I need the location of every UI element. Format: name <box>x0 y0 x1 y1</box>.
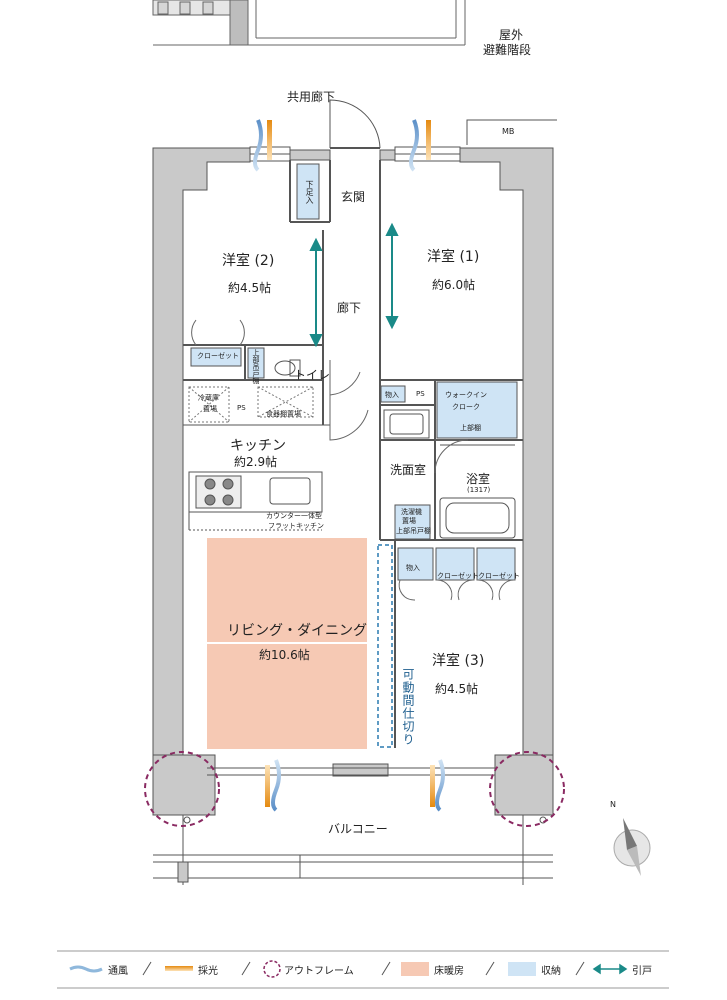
closet3-label: クローゼット <box>478 572 520 580</box>
storage2-label: 物入 <box>406 564 420 572</box>
bathtub <box>439 444 516 539</box>
closet2-label: クローゼット <box>437 572 479 580</box>
mb-box <box>466 119 557 145</box>
sliding-door-icon <box>592 963 628 975</box>
ps-label-hall: PS <box>416 390 425 398</box>
fridge-space <box>188 386 314 423</box>
sliding-door-arrows <box>309 222 399 348</box>
room1-name: 洋室 (1) <box>427 249 480 265</box>
outdoor-stairs-label-2: 避難階段 <box>483 43 532 57</box>
compass-icon <box>613 818 651 876</box>
airflow-arrows <box>253 119 445 812</box>
upper-cabinet2-label: 上部吊戸棚 <box>396 527 431 535</box>
door-swings <box>191 319 516 601</box>
walkin-label-1: ウォークイン <box>445 391 487 399</box>
kitchen-name: キッチン <box>230 438 286 454</box>
storage-icon <box>508 962 536 976</box>
dish-storage-label: 食器棚置場 <box>266 410 301 418</box>
shared-corridor-label: 共用廊下 <box>287 90 336 104</box>
counter-kitchen-label-1: カウンター一体型 <box>266 512 322 520</box>
daylight-icon <box>165 966 193 971</box>
hallway-label: 廊下 <box>337 301 362 315</box>
fridge-label-2: 置場 <box>203 405 217 413</box>
laundry-label-1: 洗濯機 <box>401 508 422 516</box>
living-size: 約10.6帖 <box>259 648 310 662</box>
movable-partition <box>377 544 393 748</box>
legend-outframe-label: アウトフレーム <box>284 966 354 977</box>
genkan-label: 玄関 <box>341 190 366 204</box>
balcony <box>153 767 553 885</box>
shoe-storage-label: 下足入 <box>305 180 314 204</box>
movable-partition-label: 可動間仕切り <box>401 668 415 746</box>
washroom-sink <box>383 409 430 439</box>
room3-name: 洋室 (3) <box>432 653 485 669</box>
legend-sliding-label: 引戸 <box>632 966 652 977</box>
legend-ventilation-label: 通風 <box>108 966 128 977</box>
outer-walls <box>152 147 554 816</box>
bath-name: 浴室 <box>466 472 491 486</box>
room2-name: 洋室 (2) <box>222 253 275 269</box>
legend-daylight-label: 採光 <box>198 966 218 977</box>
storage-label: 物入 <box>385 391 399 399</box>
kitchen-size: 約2.9帖 <box>234 455 278 469</box>
floor-heating-icon <box>401 962 429 976</box>
washroom-label: 洗面室 <box>390 463 427 477</box>
balcony-label: バルコニー <box>328 822 388 836</box>
laundry-label-2: 置場 <box>402 517 416 525</box>
ps-label-kitchen: PS <box>237 404 246 412</box>
storage-areas <box>190 163 518 581</box>
fridge-label-1: 冷蔵庫 <box>198 394 219 402</box>
upper-cabinet-label: 上部吊戸棚 <box>252 349 260 384</box>
room1-size: 約6.0帖 <box>432 278 476 292</box>
upper-structure <box>152 0 466 46</box>
room3-size: 約4.5帖 <box>435 682 479 696</box>
ventilation-icon <box>69 965 103 973</box>
outframe-markers <box>144 751 565 827</box>
outframe-icon <box>263 960 281 978</box>
walkin-label-2: クローク <box>452 403 480 411</box>
legend-storage-label: 収納 <box>541 966 561 977</box>
closet-label: クローゼット <box>197 352 239 360</box>
toilet-fixture <box>274 359 301 377</box>
interior-walls <box>183 160 523 748</box>
legend-icons <box>69 960 628 978</box>
upper-shelf-label: 上部棚 <box>460 424 481 432</box>
room2-size: 約4.5帖 <box>228 281 272 295</box>
kitchen-counter <box>188 471 323 531</box>
mb-label: MB <box>502 127 515 136</box>
bath-size: (1317) <box>467 486 491 494</box>
living-name: リビング・ダイニング <box>227 623 367 639</box>
outdoor-stairs-label-1: 屋外 <box>499 28 524 42</box>
counter-kitchen-label-2: フラットキッチン <box>268 522 324 530</box>
toilet-label: トイレ <box>294 368 331 382</box>
front-door <box>329 99 381 149</box>
compass-north-label: N <box>610 800 616 809</box>
legend-floor-heating-label: 床暖房 <box>434 966 464 977</box>
